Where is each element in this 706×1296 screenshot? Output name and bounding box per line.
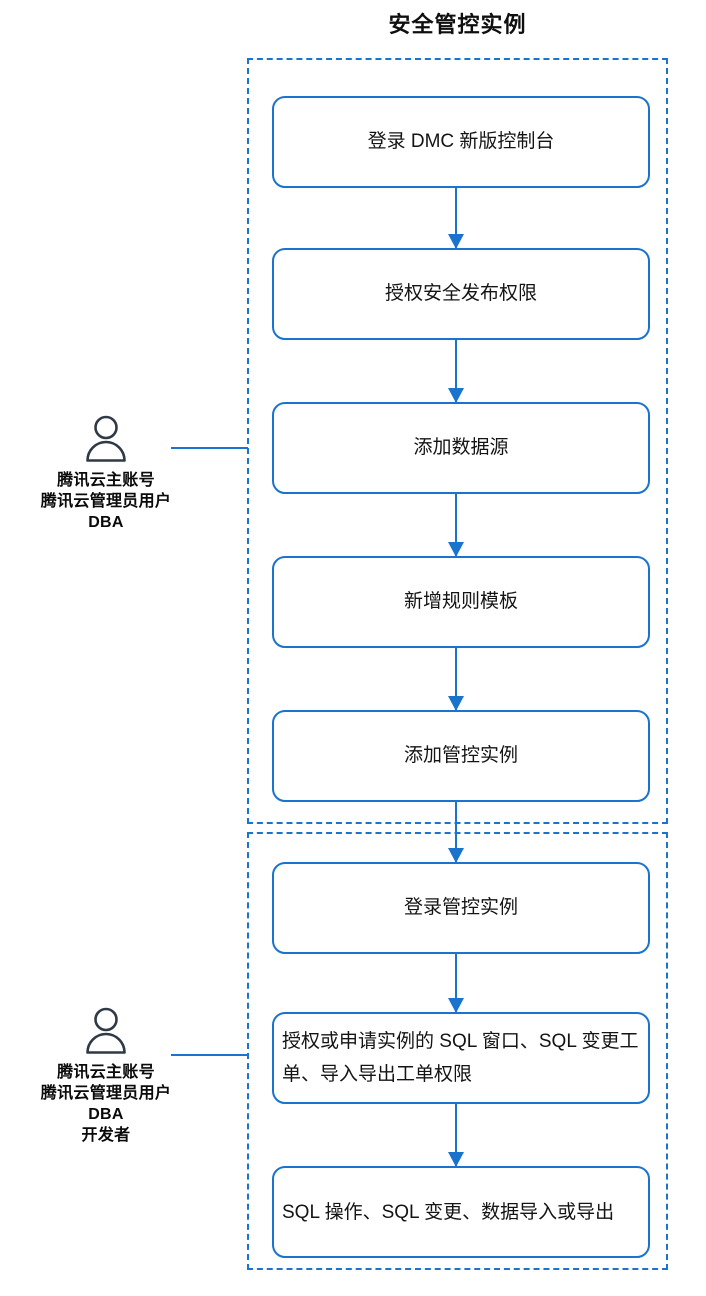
- actor-label-line: 开发者: [81, 1127, 131, 1144]
- actor-developer: 腾讯云主账号 腾讯云管理员用户 DBA 开发者: [0, 1006, 212, 1146]
- flow-node-label: SQL 操作、SQL 变更、数据导入或导出: [282, 1201, 615, 1223]
- flow-node-label: 授权或申请实例的 SQL 窗口、SQL 变更工单、导入导出工单权限: [282, 1031, 639, 1085]
- arrow-down-icon: [448, 1104, 464, 1167]
- flow-node-add-rule-template[interactable]: 新增规则模板: [272, 556, 650, 648]
- actor-admin-labels: 腾讯云主账号 腾讯云管理员用户 DBA: [0, 470, 212, 533]
- flow-node-add-datasource[interactable]: 添加数据源: [272, 402, 650, 494]
- arrow-down-icon: [448, 494, 464, 557]
- flow-node-add-managed-instance[interactable]: 添加管控实例: [272, 710, 650, 802]
- flow-node-grant-or-apply-permissions[interactable]: 授权或申请实例的 SQL 窗口、SQL 变更工单、导入导出工单权限: [272, 1012, 650, 1104]
- arrow-down-icon: [448, 648, 464, 711]
- flow-node-label: 添加管控实例: [403, 745, 518, 766]
- arrow-down-icon: [448, 802, 464, 863]
- flow-node-label: 新增规则模板: [403, 591, 518, 612]
- arrow-down-icon: [448, 188, 464, 249]
- actor-label-line: 腾讯云管理员用户: [40, 1085, 172, 1102]
- flow-node-label: 授权安全发布权限: [384, 283, 537, 304]
- swimlane-developer: [247, 832, 668, 1270]
- actor-label-line: 腾讯云主账号: [57, 472, 155, 489]
- connector-line-developer: [171, 1054, 248, 1056]
- actor-admin: 腾讯云主账号 腾讯云管理员用户 DBA: [0, 414, 212, 533]
- actor-label-line: 腾讯云主账号: [57, 1064, 155, 1081]
- flow-node-grant-secure-release[interactable]: 授权安全发布权限: [272, 248, 650, 340]
- actor-label-line: DBA: [88, 514, 124, 531]
- actor-label-line: 腾讯云管理员用户: [40, 493, 172, 510]
- person-icon: [86, 415, 126, 462]
- connector-line-admin: [171, 447, 248, 449]
- flow-node-login-managed-instance[interactable]: 登录管控实例: [272, 862, 650, 954]
- arrow-down-icon: [448, 954, 464, 1013]
- person-icon: [86, 1007, 126, 1054]
- page-title: 安全管控实例: [388, 12, 527, 37]
- swimlane-admin: [247, 58, 668, 824]
- flow-node-sql-operations[interactable]: SQL 操作、SQL 变更、数据导入或导出: [272, 1166, 650, 1258]
- actor-label-line: DBA: [88, 1106, 124, 1123]
- flow-node-label: 登录管控实例: [403, 897, 518, 918]
- flow-node-login-dmc-console[interactable]: 登录 DMC 新版控制台: [272, 96, 650, 188]
- flow-node-label: 登录 DMC 新版控制台: [367, 131, 555, 152]
- arrow-down-icon: [448, 340, 464, 403]
- flow-node-label: 添加数据源: [413, 437, 509, 458]
- actor-developer-labels: 腾讯云主账号 腾讯云管理员用户 DBA 开发者: [0, 1062, 212, 1146]
